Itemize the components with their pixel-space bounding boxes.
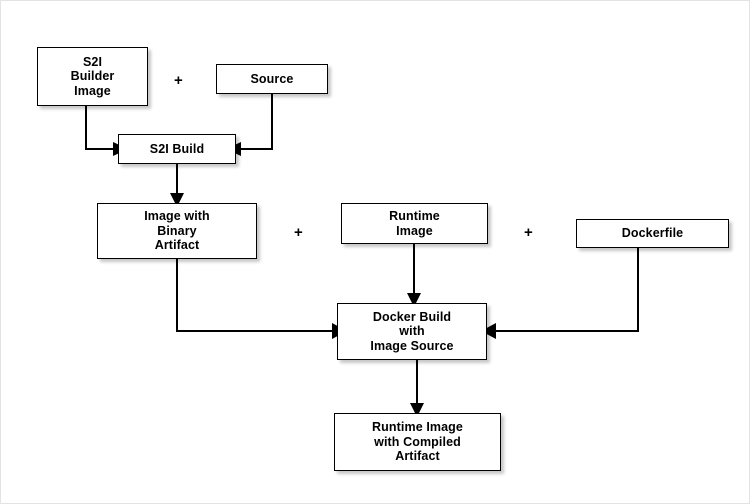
edge-artifact-to-docker-build	[176, 259, 347, 339]
edge-runtime-to-docker-build	[407, 244, 421, 307]
node-label: Runtime Image with Compiled Artifact	[372, 420, 463, 464]
node-image-with-binary-artifact[interactable]: Image with Binary Artifact	[97, 203, 257, 259]
node-label: S2I Build	[149, 141, 205, 156]
node-runtime-image-with-compiled-artifact[interactable]: Runtime Image with Compiled Artifact	[334, 413, 501, 471]
node-label: Runtime Image	[389, 209, 440, 238]
plus-operator-builder-source: +	[174, 72, 183, 89]
node-label: Image with Binary Artifact	[144, 209, 210, 253]
node-dockerfile[interactable]: Dockerfile	[576, 219, 729, 248]
edge-docker-build-to-final	[410, 360, 424, 417]
node-label: S2I Builder Image	[70, 54, 115, 98]
edge-s2i-build-to-artifact	[170, 164, 184, 207]
edge-dockerfile-to-docker-build	[481, 248, 639, 339]
node-s2i-builder-image[interactable]: S2I Builder Image	[37, 47, 148, 106]
node-s2i-build[interactable]: S2I Build	[118, 134, 236, 164]
plus-operator-runtime-dockerfile: +	[524, 224, 533, 241]
node-label: Source	[250, 71, 294, 86]
plus-operator-artifact-runtime: +	[294, 224, 303, 241]
node-docker-build-with-image-source[interactable]: Docker Build with Image Source	[337, 303, 487, 360]
node-source[interactable]: Source	[216, 64, 328, 94]
node-runtime-image[interactable]: Runtime Image	[341, 203, 488, 244]
node-label: Dockerfile	[621, 226, 684, 241]
node-label: Docker Build with Image Source	[370, 309, 454, 353]
